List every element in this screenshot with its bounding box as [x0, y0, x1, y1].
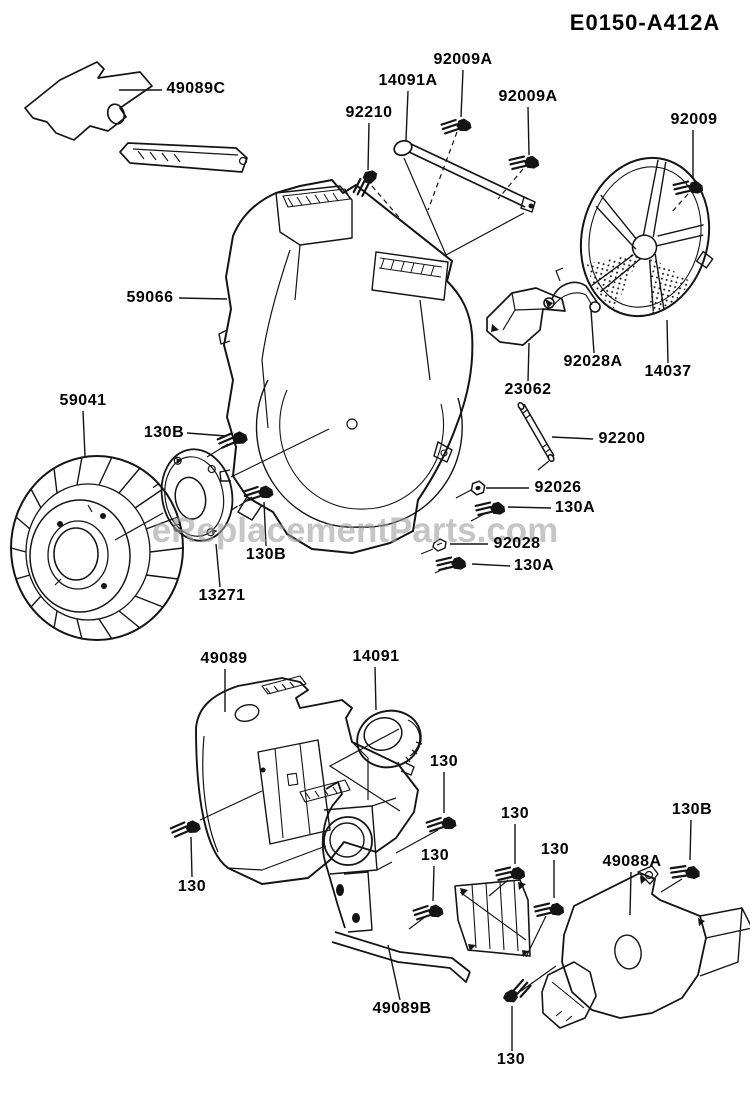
shroud-49089-drawing	[195, 675, 419, 885]
part-label-92210-3: 92210	[345, 104, 393, 121]
part-label-14091a-2: 14091A	[378, 72, 438, 89]
bolt-92009-icon	[670, 174, 707, 202]
bolt-130-bottom-icon	[498, 977, 536, 1007]
part-label-49088a-26: 49088A	[602, 853, 662, 870]
part-label-130b-16: 130B	[245, 546, 287, 563]
diagram-code-title: E0150-A412A	[569, 10, 721, 35]
part-label-130-25: 130	[420, 847, 450, 864]
watermark-text: eReplacementParts.com	[151, 511, 559, 550]
part-label-13271-18: 13271	[198, 587, 246, 604]
part-label-59066-6: 59066	[126, 289, 174, 306]
bolt-130-left-icon	[168, 817, 203, 841]
part-label-130a-14: 130A	[554, 499, 596, 516]
nut-92026-icon	[470, 480, 486, 496]
collar-14091-drawing	[356, 709, 423, 776]
bolt-130a-lower-icon	[433, 550, 470, 578]
part-label-92200-12: 92200	[598, 430, 646, 447]
part-label-14091-20: 14091	[352, 648, 400, 665]
cover-49089c-drawing	[24, 61, 248, 173]
part-label-130-21: 130	[429, 753, 459, 770]
part-label-130-29: 130	[496, 1051, 526, 1068]
part-label-14037-8: 14037	[644, 363, 692, 380]
part-label-92009-5: 92009	[670, 111, 718, 128]
fan-guard-14037-drawing	[579, 156, 714, 318]
part-label-92028a-7: 92028A	[563, 353, 623, 370]
bolt-130b-bottom-icon	[666, 857, 704, 888]
clip-92028-icon	[432, 538, 447, 552]
bolt-92210-icon	[346, 165, 384, 200]
shroud-49089b-drawing	[321, 781, 531, 983]
part-label-59041-10: 59041	[59, 392, 107, 409]
bolt-130-center-icon	[411, 899, 446, 925]
part-label-49089b-28: 49089B	[372, 1000, 432, 1017]
stud-92200-drawing	[517, 401, 555, 463]
part-label-49089-19: 49089	[200, 650, 248, 667]
bolt-130-shroud-icon	[424, 811, 459, 837]
flywheel-59041-drawing	[10, 455, 184, 641]
bolt-130-right-icon	[531, 896, 568, 924]
part-label-92028-15: 92028	[493, 535, 541, 552]
bolt-130b-mid-icon	[241, 480, 276, 506]
bracket-23062-drawing	[486, 287, 566, 346]
bracket-92028a-drawing	[543, 267, 601, 313]
part-label-92009a-1: 92009A	[433, 51, 493, 68]
part-label-23062-9: 23062	[504, 381, 552, 398]
part-label-130b-23: 130B	[671, 801, 713, 818]
part-label-130b-11: 130B	[143, 424, 185, 441]
part-label-130a-17: 130A	[513, 557, 555, 574]
part-label-49089c-0: 49089C	[166, 80, 226, 97]
part-label-92009a-4: 92009A	[498, 88, 558, 105]
part-label-130-24: 130	[540, 841, 570, 858]
part-label-92026-13: 92026	[534, 479, 582, 496]
fan-housing-59066-drawing	[218, 179, 474, 554]
plate-13271-drawing	[152, 448, 238, 542]
part-label-130-27: 130	[177, 878, 207, 895]
part-label-130-22: 130	[500, 805, 530, 822]
bolt-92009a-right-icon	[506, 149, 543, 177]
cover-49088a-drawing	[541, 865, 750, 1029]
label-leader-lines	[82, 69, 694, 1051]
rod-14091a-drawing	[393, 139, 536, 213]
